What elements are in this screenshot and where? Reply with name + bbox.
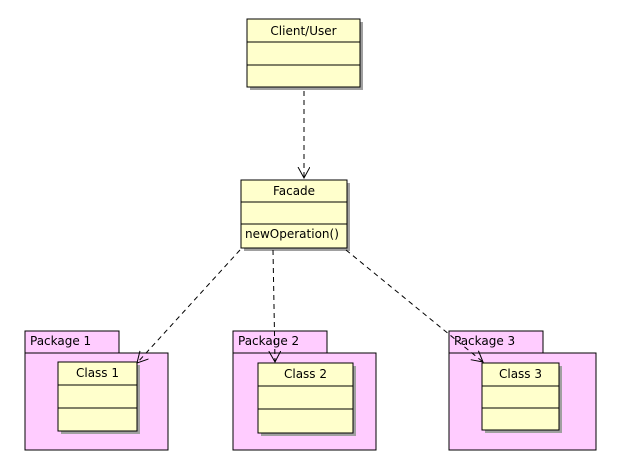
package-2-label: Package 2 <box>238 334 299 348</box>
class-box <box>57 361 138 432</box>
dependency-facade-to-class-3[interactable] <box>345 249 483 362</box>
dependency-facade-to-class-2[interactable] <box>273 249 275 362</box>
package-1-label: Package 1 <box>30 334 91 348</box>
class-2[interactable]: Class 2 <box>257 362 356 436</box>
facade-operation: newOperation() <box>245 227 339 241</box>
package-3[interactable]: Package 3 <box>448 330 597 451</box>
class-client-user[interactable]: Client/User <box>246 18 363 90</box>
class-name-3: Class 3 <box>499 367 542 381</box>
class-name-2: Class 2 <box>284 367 327 381</box>
class-box <box>481 362 560 431</box>
class-facade[interactable]: Facade newOperation() <box>240 179 350 251</box>
class-box <box>257 362 354 434</box>
dependency-facade-to-class-1[interactable] <box>137 249 241 363</box>
class-name-1: Class 1 <box>76 366 119 380</box>
class-box <box>246 18 361 88</box>
dependencies <box>137 91 483 363</box>
package-3-label: Package 3 <box>454 334 515 348</box>
class-1[interactable]: Class 1 <box>57 361 140 434</box>
class-name-facade: Facade <box>273 184 315 198</box>
class-name-client-user: Client/User <box>270 24 336 38</box>
class-box <box>240 179 348 249</box>
class-3[interactable]: Class 3 <box>481 362 562 433</box>
